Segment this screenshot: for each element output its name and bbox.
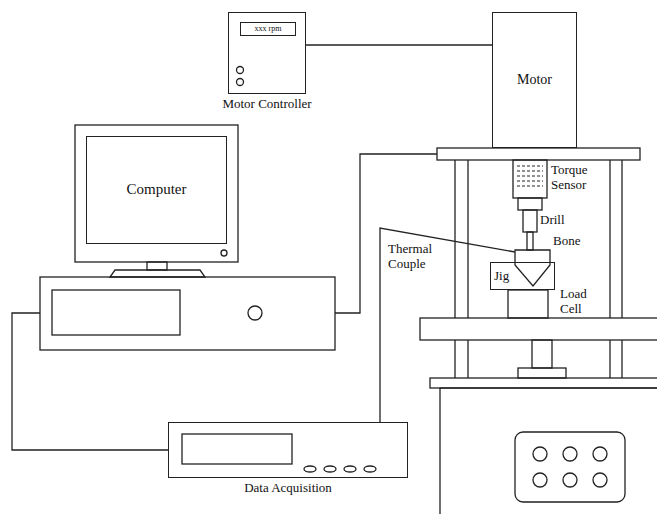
box-text: xxx rpm <box>255 24 282 33</box>
daq-display <box>182 434 292 464</box>
bone-specimen <box>515 250 550 286</box>
part-label: Thermal Couple <box>388 242 444 272</box>
signal-wire <box>335 154 437 313</box>
panel-button <box>533 447 547 461</box>
panel-button <box>563 447 577 461</box>
column <box>467 340 468 378</box>
panel-button <box>563 473 577 487</box>
monitor-neck <box>147 262 167 270</box>
daq-button <box>304 466 316 472</box>
column <box>467 160 468 318</box>
box-text: Jig <box>494 269 509 284</box>
signal-wire <box>12 313 168 450</box>
knob <box>237 67 244 74</box>
top-plate <box>437 148 640 160</box>
power-button <box>221 250 227 256</box>
knob <box>237 79 244 86</box>
part-label: Bone <box>553 234 593 249</box>
daq-button <box>364 466 376 472</box>
monitor-base <box>110 270 205 277</box>
part-label: Drill <box>540 213 580 228</box>
rpm-display: xxx rpm <box>240 22 296 36</box>
control-panel <box>515 432 625 502</box>
column <box>609 340 610 378</box>
panel-button <box>593 447 607 461</box>
column <box>454 340 455 378</box>
sensor-neck <box>518 198 542 210</box>
drill-bit <box>527 232 533 250</box>
part-label: Load Cell <box>560 287 598 317</box>
drive-bay <box>52 290 180 335</box>
machine-base <box>440 388 657 514</box>
motor-box: Motor <box>492 12 577 148</box>
torque-sensor <box>513 160 547 198</box>
jig-box: Jig <box>490 262 555 290</box>
actuator-stem <box>532 340 552 368</box>
case-button <box>248 306 262 320</box>
panel-button <box>593 473 607 487</box>
drill-chuck <box>523 210 537 232</box>
monitor-housing <box>75 125 238 262</box>
box-text: Computer <box>127 181 187 198</box>
daq-button <box>324 466 336 472</box>
base-top <box>430 378 657 388</box>
part-label: Torque Sensor <box>551 163 601 193</box>
cross-bar <box>420 318 657 340</box>
column <box>609 160 610 318</box>
daq-button <box>344 466 356 472</box>
box-text: Motor <box>517 72 552 88</box>
column <box>454 160 455 318</box>
column <box>621 160 622 318</box>
controller-box: Motor Controllerxxx rpm <box>228 12 306 94</box>
actuator-flange <box>518 368 566 378</box>
panel-button <box>533 473 547 487</box>
column <box>621 340 622 378</box>
box-title: Motor Controller <box>222 97 311 112</box>
cable <box>306 44 492 45</box>
thermocouple-wire <box>380 228 515 422</box>
daq-box: Data Acquisition <box>168 422 408 478</box>
sensor-coil <box>517 166 543 186</box>
computer-case <box>40 277 335 350</box>
box-title: Data Acquisition <box>244 481 332 496</box>
computer-screen: Computer <box>86 136 227 244</box>
load-cell <box>508 290 548 318</box>
